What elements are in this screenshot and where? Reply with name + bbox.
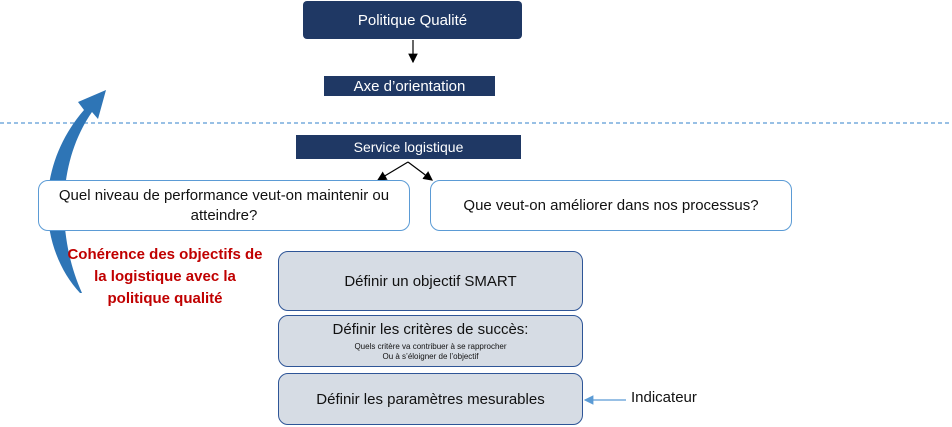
arrow-service-to-left-question [376,161,409,181]
arrow-service-to-right-question [407,161,433,181]
step-smart-label: Définir un objectif SMART [344,272,517,290]
axe-orientation-box: Axe d’orientation [324,76,495,96]
step-criteres-box: Définir les critères de succès: Quels cr… [278,315,583,367]
question-left-text: Quel niveau de performance veut-on maint… [58,186,390,224]
step-parametres-label: Définir les paramètres mesurables [316,390,545,408]
question-right-box: Que veut-on améliorer dans nos processus… [430,180,792,231]
service-logistique-box: Service logistique [296,135,521,159]
coherence-note-line1: Cohérence des objectifs de [67,246,263,263]
step-parametres-box: Définir les paramètres mesurables [278,373,583,425]
coherence-note: Cohérence des objectifs de la logistique… [60,244,270,310]
step-criteres-sub1: Quels critère va contribuer à se rapproc… [354,341,507,351]
politique-qualite-label: Politique Qualité [357,11,468,29]
coherence-note-line2: la logistique avec la [94,268,236,285]
service-logistique-label: Service logistique [353,139,464,155]
step-criteres-sub2: Ou à s’éloigner de l’objectif [382,351,479,361]
step-criteres-title: Définir les critères de succès: [332,320,529,338]
coherence-note-line3: politique qualité [107,290,223,307]
question-left-box: Quel niveau de performance veut-on maint… [38,180,410,231]
axe-orientation-label: Axe d’orientation [353,77,466,95]
question-right-text: Que veut-on améliorer dans nos processus… [463,196,759,214]
step-smart-box: Définir un objectif SMART [278,251,583,311]
indicateur-label: Indicateur [631,389,697,406]
curved-feedback-arrow [47,90,106,293]
politique-qualite-box: Politique Qualité [303,1,522,39]
